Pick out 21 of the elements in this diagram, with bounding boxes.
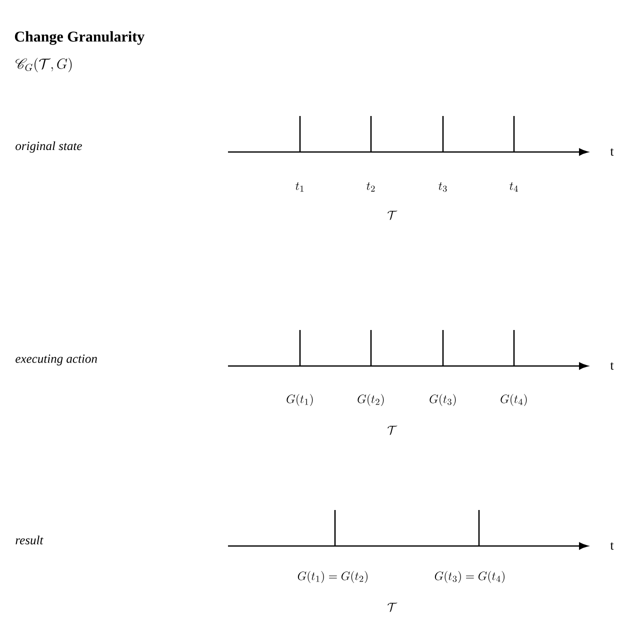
row-label: executing action [16,354,97,366]
tick-label: $G(t_1)=G(t_2)$ [298,571,368,584]
set-label: $\mathcal{T}$ [388,210,398,220]
axis-label: t [610,362,614,370]
row-label: original state [16,141,82,153]
axis-label: t [610,542,614,550]
tick-label: $t_1$ [296,182,304,192]
tick-label: $t_4$ [510,182,518,192]
tick-label: $G(t_4)$ [500,394,527,406]
row-label: result [16,536,44,544]
tick-label: $t_2$ [366,182,375,192]
tick-label: $G(t_3)=G(t_4)$ [434,571,504,584]
tick-label: $G(t_1)$ [286,394,313,406]
formula: $\mathscr{C}_G(\mathcal{T},G)$ [16,58,72,72]
tick-label: $G(t_2)$ [358,394,384,406]
title: Change Granularity [14,31,144,45]
set-label: $\mathcal{T}$ [388,426,398,435]
set-label: $\mathcal{T}$ [388,602,398,612]
tick-label: $t_3$ [438,182,447,192]
axis-label: t [610,148,614,156]
tick-label: $G(t_3)$ [430,394,456,406]
